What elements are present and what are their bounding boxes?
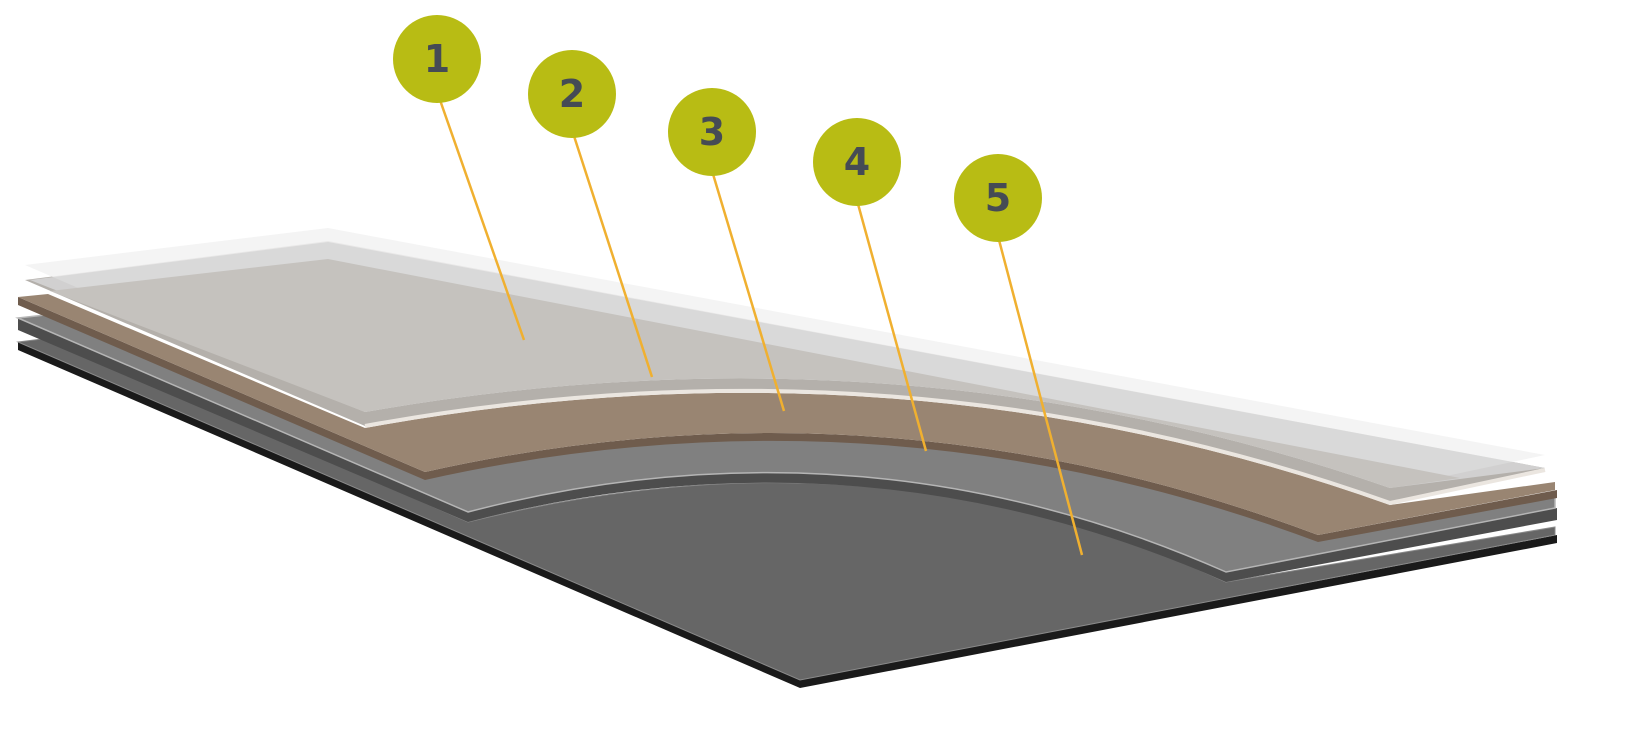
callout-circle xyxy=(813,118,901,206)
leader-lines xyxy=(438,99,1084,556)
callout-number: 5 xyxy=(985,176,1011,220)
callout-number: 3 xyxy=(699,110,725,154)
leader-line-5 xyxy=(997,239,1084,556)
callout-circle xyxy=(528,50,616,138)
callout-5: 5 xyxy=(954,154,1042,242)
callout-2: 2 xyxy=(528,50,616,138)
layer-3 xyxy=(18,294,1557,542)
callout-circle xyxy=(393,15,481,103)
leader-line-4 xyxy=(856,203,928,452)
callout-circle xyxy=(954,154,1042,242)
callout-1: 1 xyxy=(393,15,481,103)
callout-number: 2 xyxy=(559,72,585,116)
callout-4: 4 xyxy=(813,118,901,206)
layer-3-top xyxy=(18,294,1555,535)
leader-line-1 xyxy=(438,99,526,341)
callout-3: 3 xyxy=(668,88,756,176)
leader-line-3 xyxy=(711,173,786,412)
leader-line-2 xyxy=(572,135,654,378)
layer-1 xyxy=(25,228,1545,488)
layer-1-inner xyxy=(50,259,1460,488)
callout-number: 1 xyxy=(424,37,450,81)
callout-circle xyxy=(668,88,756,176)
layer-2-white-edge xyxy=(364,388,1546,506)
callout-number: 4 xyxy=(844,140,870,184)
